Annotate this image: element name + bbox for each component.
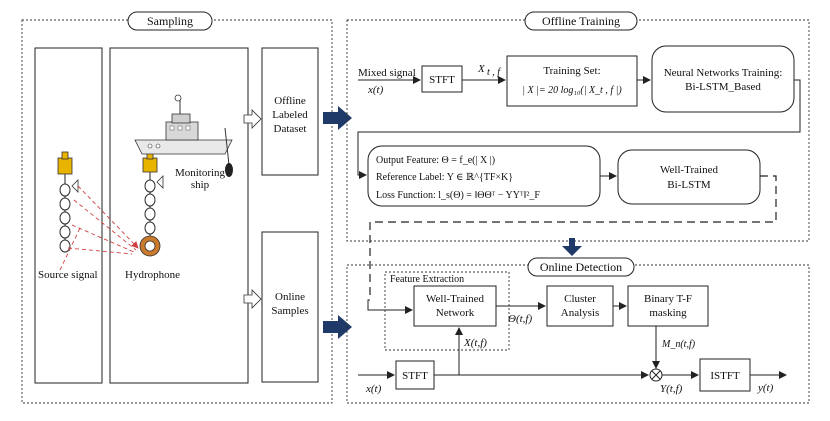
loss-function-text: Loss Function: l_s(Θ) = ‖ΘΘᵀ − YYᵀ‖²_F [376,190,540,201]
monitoring-ship-label-line2: ship [191,179,210,191]
offline-training-title: Offline Training [542,14,620,28]
offline-training-panel [346,19,810,242]
feature-extraction-label: Feature Extraction [390,274,464,285]
nn-training-label-1: Neural Networks Training: [664,67,783,79]
transfer-into-network-line [367,299,413,314]
training-set-formula: | X |= 20 log₁₀(| X_t , f |) [522,85,622,96]
model-transfer-dashed-line [369,175,777,300]
well-trained-network-box [413,285,497,327]
online-samples-box [261,231,319,383]
online-flow-arrow [323,315,352,339]
online-detection-title-box [527,257,635,277]
offline-training-title-box [524,11,638,31]
x-tf-label: X [477,63,486,75]
cluster-analysis-label-2: Analysis [561,307,600,319]
offline-dataset-label-2: Labeled [272,109,308,121]
binary-mask-label-1: Binary T-F [644,293,692,305]
acoustic-signal-lines [59,185,139,271]
hydrophone-chain-icon [139,151,164,257]
offline-flow-arrow [323,106,352,130]
offline-dataset-box [261,47,319,176]
y-tf-label: Y(t,f) [660,383,683,395]
hydrophone-label: Hydrophone [125,269,180,281]
well-trained-network-label-2: Network [436,307,475,319]
mixed-signal-label: Mixed signal [358,67,416,79]
well-trained-bilstm-label-2: Bi-LSTM [667,179,711,191]
feature-extraction-region [384,271,510,351]
offline-stft-label: STFT [429,74,455,86]
nn-return-line [357,79,801,179]
offline-dataset-label-3: Dataset [274,123,307,135]
mask-tf-label: M_n(t,f) [661,339,696,350]
source-signal-label: Source signal [38,269,98,281]
online-stft-label: STFT [402,370,428,382]
online-samples-label-2: Samples [271,305,308,317]
ship-column [109,47,249,384]
well-trained-network-label-1: Well-Trained [426,293,484,305]
to-online-samples-arrow [243,289,262,309]
reference-label-text: Reference Label: Y ∈ ℝ^{TF×K} [376,172,513,183]
offline-dataset-label-1: Offline [274,95,306,107]
theta-tf-label: Θ(t,f) [508,313,532,325]
online-xt-label: x(t) [365,383,382,395]
nn-training-box [651,45,795,113]
well-trained-bilstm-label-1: Well-Trained [660,164,718,176]
monitoring-ship-icon [134,94,233,177]
nn-training-label-2: Bi-LSTM_Based [685,81,761,93]
multiply-icon [649,368,663,382]
sampling-title-box [127,11,213,31]
panel-transition-arrow [562,238,582,256]
yt-label: y(t) [757,382,774,394]
online-stft-box [395,360,435,390]
sampling-title: Sampling [147,14,193,28]
cluster-analysis-box [546,285,614,327]
output-feature-text: Output Feature: Θ = f_e(| X |) [376,155,495,166]
training-set-title: Training Set: [543,65,600,77]
to-offline-dataset-arrow [243,109,262,129]
offline-xt-label: x(t) [367,84,384,96]
online-samples-label-1: Online [275,291,305,303]
training-set-box [506,55,638,107]
source-buoy-icon [57,151,79,253]
x-tf-online-label: X(t,f) [463,337,487,349]
offline-stft-box [421,65,463,93]
binary-mask-box [627,285,709,327]
online-detection-title: Online Detection [540,260,622,274]
monitoring-ship-label-line1: Monitoring [175,167,226,179]
binary-mask-label-2: masking [649,307,687,319]
well-trained-bilstm-box [617,149,761,205]
cluster-analysis-label-1: Cluster [564,293,596,305]
sampling-panel [21,19,333,404]
x-tf-sub: t , f [487,67,501,78]
istft-label: ISTFT [710,370,740,382]
